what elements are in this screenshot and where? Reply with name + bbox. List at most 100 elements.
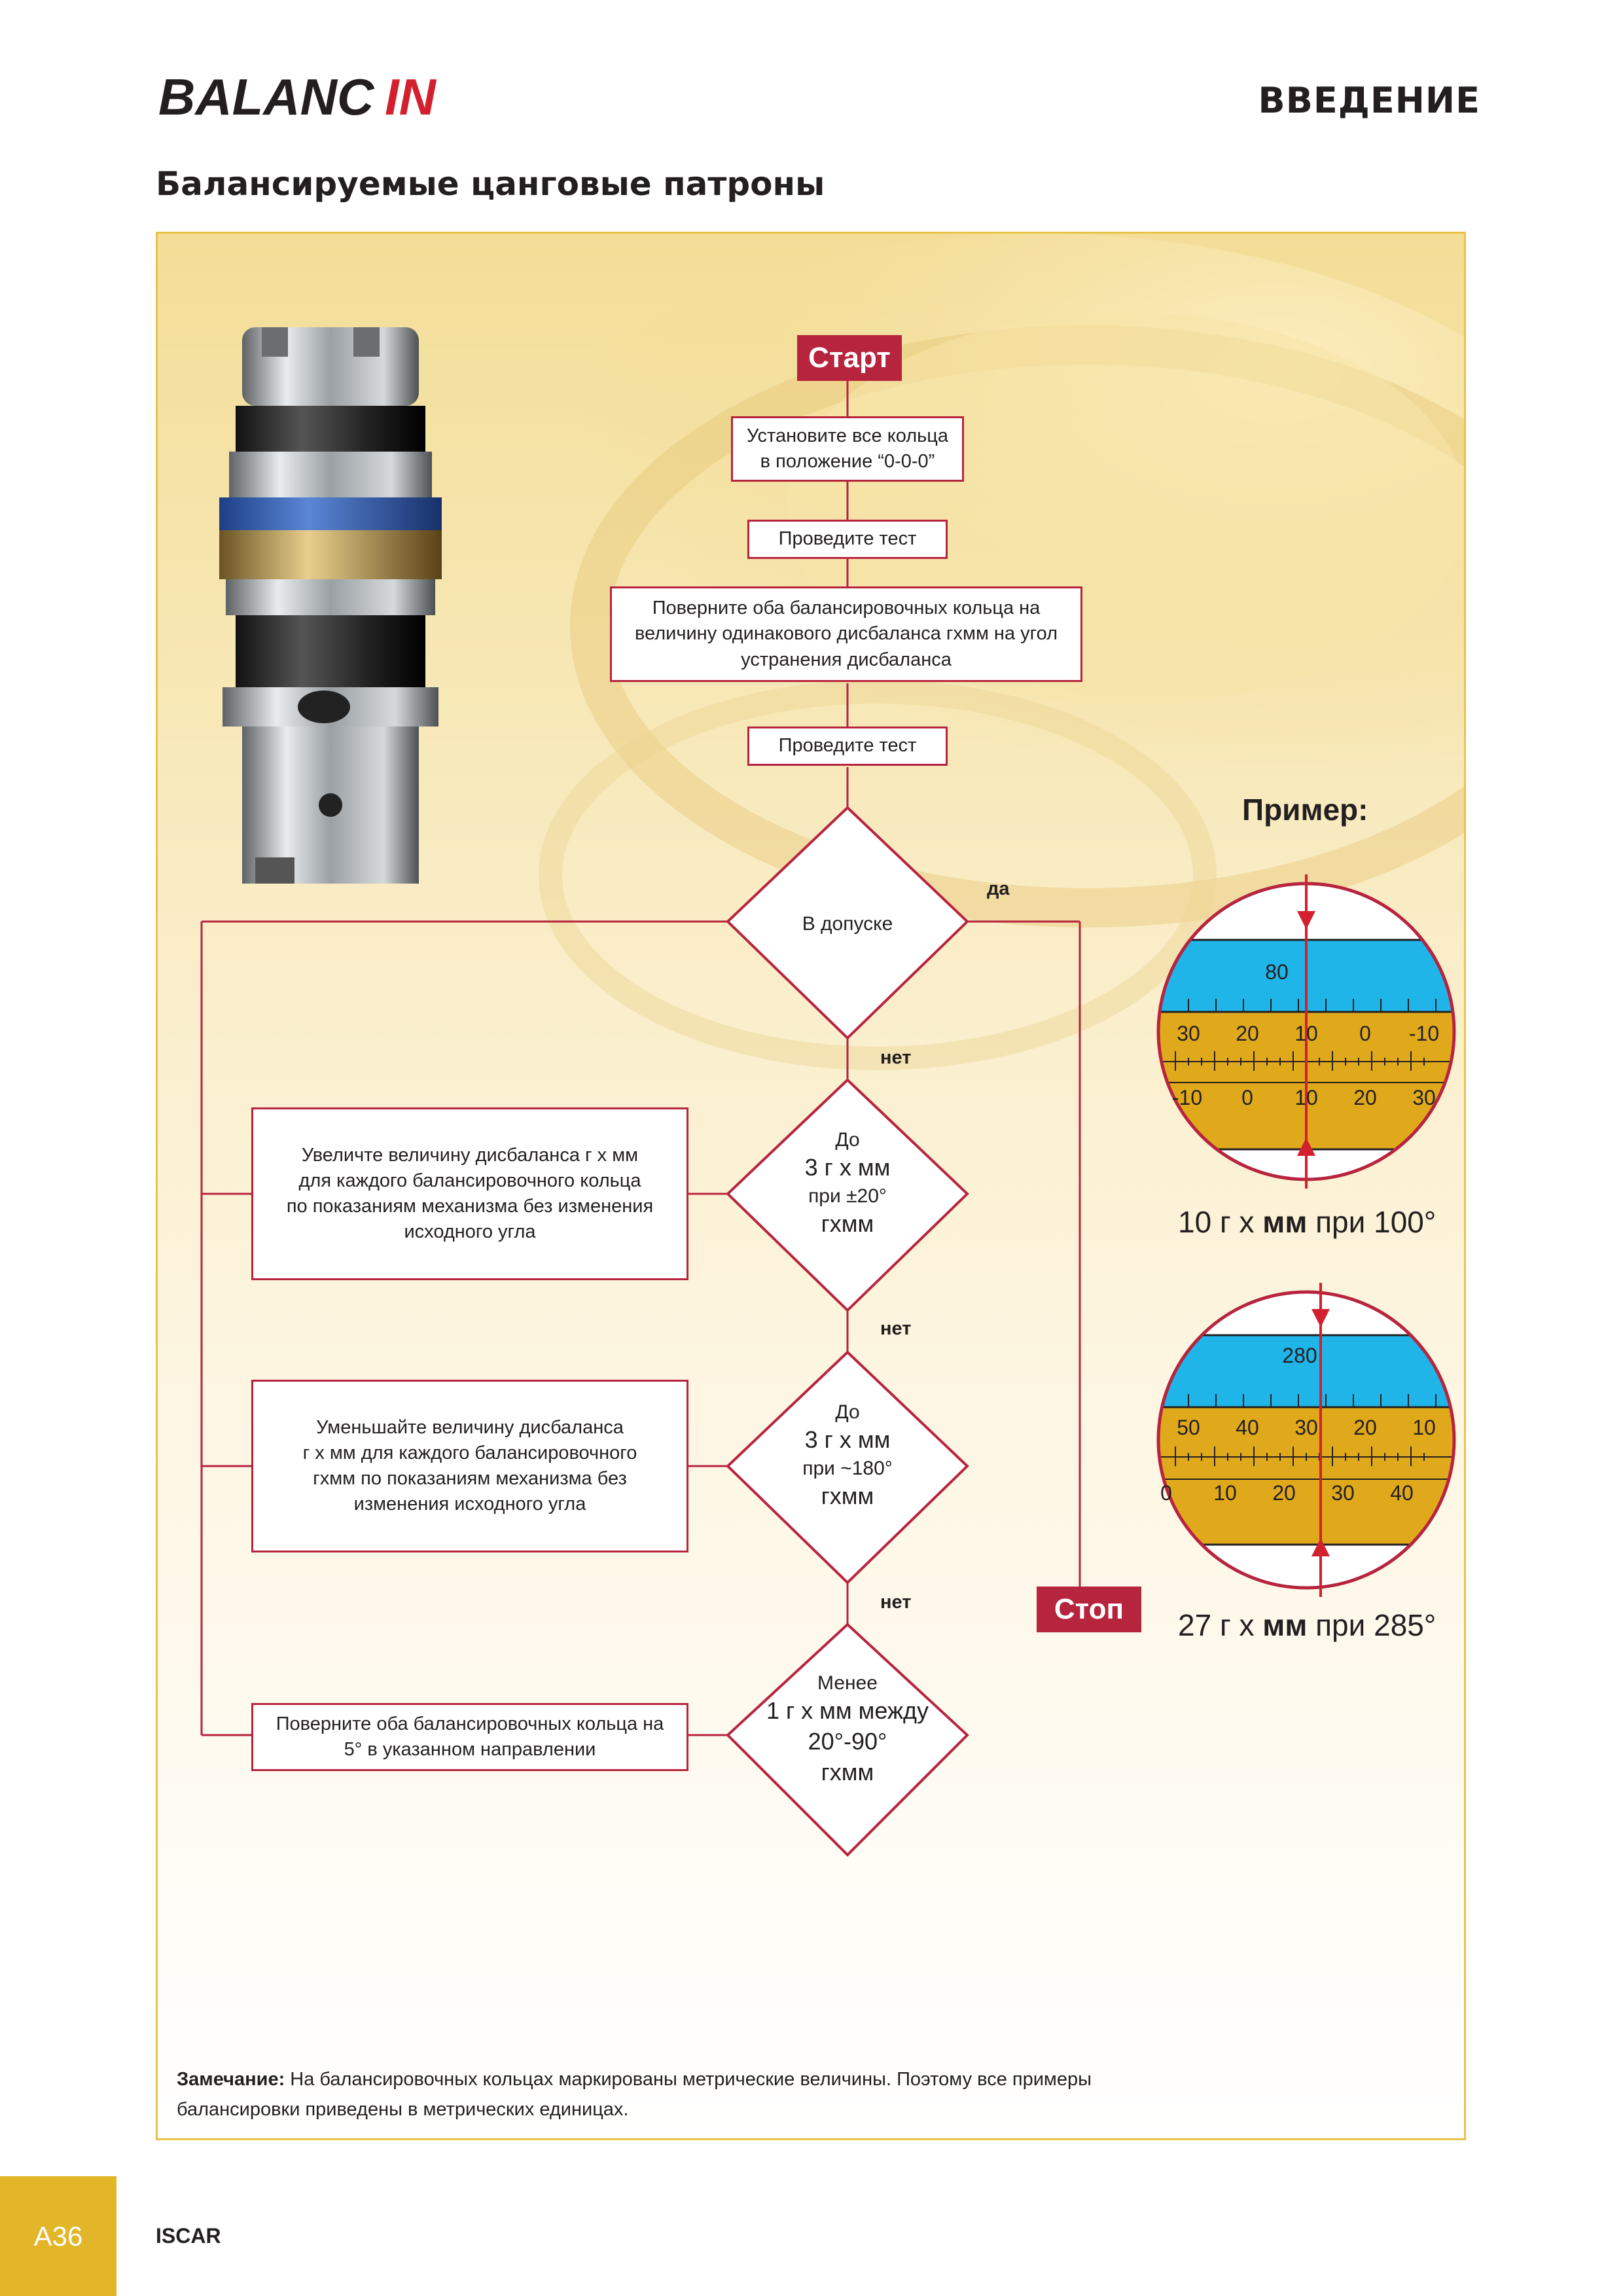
edge-label-no-1: нет: [880, 1047, 912, 1068]
step-run-test-2: Проведите тест: [747, 726, 948, 766]
step-rotate-rings-line1: Поверните оба балансировочных кольца на: [652, 598, 1041, 619]
edge-label-no-3: нет: [880, 1592, 912, 1613]
note-label: Замечание:: [177, 2069, 285, 2090]
step-run-test-1: Проведите тест: [747, 520, 948, 559]
start-tag: Старт: [797, 335, 902, 381]
dial2-bottom-label-1: 10: [1213, 1481, 1237, 1505]
decision-less-1-line3: 20°-90°: [808, 1727, 887, 1755]
step-rotate-rings-line2: величину одинакового дисбаланса гхмм на …: [635, 623, 1058, 645]
decision-180deg-line3: при ~180°: [802, 1457, 893, 1479]
dial1-bottom-label-1: 0: [1241, 1086, 1253, 1109]
decision-20deg-line4: гхмм: [821, 1210, 874, 1237]
action-decrease-imbalance: Уменьшайте величину дисбаланса г х мм дл…: [251, 1380, 688, 1552]
section-title: ВВЕДЕНИЕ: [1258, 80, 1480, 121]
dial1-bottom-label-0: -10: [1172, 1086, 1202, 1109]
dial1-caption: 10 г х мм при 100°: [1178, 1204, 1436, 1240]
dial2-caption-angle: при 285°: [1315, 1608, 1436, 1642]
stop-tag: Стоп: [1037, 1587, 1141, 1632]
action-decrease-line2: г х мм для каждого балансировочного: [302, 1442, 637, 1463]
decision-less-1-line1: Менее: [817, 1672, 878, 1694]
dial1-arrow-top: [1297, 911, 1315, 929]
decision-diamond-180deg: [726, 1350, 969, 1585]
dial2-mid-label-4: 10: [1412, 1416, 1436, 1439]
edge-label-no-2: нет: [880, 1318, 912, 1339]
dial1-mid-label-1: 20: [1236, 1022, 1259, 1045]
dial2-bottom-label-4: 40: [1390, 1481, 1414, 1505]
dial2-top-label: 280: [1282, 1344, 1317, 1367]
decision-less-1-label: Менее 1 г х мм между 20°-90° гхмм: [741, 1670, 954, 1787]
action-rotate-line1: Поверните оба балансировочных кольца на: [276, 1713, 664, 1734]
decision-diamond-less-1: [726, 1623, 969, 1857]
decision-180deg-line4: гхмм: [821, 1482, 874, 1509]
dial2-blue-ring: [1158, 1335, 1454, 1407]
action-decrease-line1: Уменьшайте величину дисбаланса: [316, 1416, 624, 1438]
decision-20deg-line3: при ±20°: [808, 1185, 887, 1207]
dial2-caption-value: 27 г х: [1178, 1608, 1255, 1642]
dial1-arrow-bottom: [1297, 1138, 1315, 1156]
dial2-ticks: [1158, 1394, 1454, 1466]
dial2-outline: [1156, 1290, 1456, 1590]
dial2-mid-label-0: 50: [1177, 1416, 1200, 1439]
dial2-mid-label-3: 20: [1353, 1416, 1377, 1439]
dial1-caption-value: 10 г х: [1178, 1205, 1255, 1239]
logo-text-accent: IN: [385, 68, 437, 126]
dial-example-1: 80 30 20 10 0 -10 -10 0 10 20 30: [1156, 874, 1456, 1189]
dial2-bottom-label-3: 30: [1331, 1481, 1355, 1505]
balancin-logo: BALANC IN: [156, 65, 463, 128]
decision-180deg-label: До 3 г х мм при ~180° гхмм: [741, 1399, 954, 1512]
page-number-tab: A36: [0, 2176, 116, 2296]
logo-text-main: BALANC: [158, 68, 375, 126]
dial1-mid-label-0: 30: [1177, 1022, 1200, 1045]
decision-20deg-line2: 3 г х мм: [804, 1154, 891, 1181]
dial1-mid-label-2: 10: [1294, 1022, 1318, 1045]
note-text: На балансировочных кольцах маркированы м…: [177, 2069, 1092, 2121]
dial1-mid-label-3: 0: [1359, 1022, 1371, 1045]
step-set-rings-zero: Установите все кольца в положение “0-0-0…: [731, 416, 964, 482]
dial2-bottom-label-0: 0: [1160, 1481, 1172, 1505]
action-increase-line3: по показаниям механизма без изменения: [286, 1196, 654, 1217]
action-rotate-line2: 5° в указанном направлении: [344, 1739, 596, 1760]
action-increase-line4: исходного угла: [404, 1221, 536, 1243]
dial1-caption-unit: мм: [1262, 1205, 1308, 1239]
decision-20deg-line1: До: [835, 1129, 860, 1151]
dial1-top-label: 80: [1265, 960, 1289, 984]
decision-180deg-line1: До: [835, 1401, 860, 1423]
decision-less-1-line2: 1 г х мм между: [766, 1697, 929, 1724]
action-decrease-line4: изменения исходного угла: [353, 1494, 586, 1515]
decision-20deg-label: До 3 г х мм при ±20° гхмм: [741, 1127, 954, 1240]
action-increase-line2: для каждого балансировочного кольца: [298, 1170, 641, 1191]
dial2-mid-label-1: 40: [1236, 1416, 1259, 1439]
decision-tolerance-label: В допуске: [802, 913, 893, 935]
action-increase-imbalance: Увеличте величину дисбаланса г х мм для …: [251, 1107, 688, 1280]
dial2-gold-ring: [1158, 1407, 1454, 1545]
dial1-caption-angle: при 100°: [1315, 1205, 1436, 1239]
collet-chuck-image: [216, 321, 465, 897]
dial1-mid-label-4: -10: [1409, 1022, 1439, 1045]
dial2-caption-unit: мм: [1262, 1608, 1308, 1642]
action-increase-line1: Увеличте величину дисбаланса г х мм: [301, 1144, 639, 1166]
flowchart-connectors: [200, 381, 1081, 1857]
dial1-bottom-label-4: 30: [1412, 1086, 1436, 1109]
page-heading: Балансируемые цанговые патроны: [156, 165, 825, 203]
step-set-rings-line2: в положение “0-0-0”: [760, 451, 935, 472]
decision-diamond-tolerance: [726, 806, 969, 1040]
footer-brand: ISCAR: [156, 2224, 221, 2248]
decision-less-1-line4: гхмм: [821, 1758, 874, 1785]
step-set-rings-line1: Установите все кольца: [747, 425, 948, 446]
decision-180deg-line2: 3 г х мм: [804, 1426, 891, 1453]
dial2-bottom-label-2: 20: [1272, 1481, 1296, 1505]
dial2-mid-label-2: 30: [1294, 1416, 1318, 1439]
action-rotate-5deg: Поверните оба балансировочных кольца на …: [251, 1703, 688, 1771]
dial1-bottom-label-2: 10: [1294, 1086, 1318, 1109]
action-decrease-line3: гхмм по показаниям механизма без: [313, 1468, 627, 1489]
background-gear-image: [452, 234, 1464, 1070]
example-title: Пример:: [1242, 793, 1368, 827]
step-rotate-rings-line3: устранения дисбаланса: [741, 649, 952, 670]
dial2-arrow-top: [1311, 1309, 1330, 1327]
step-rotate-rings: Поверните оба балансировочных кольца на …: [610, 586, 1082, 682]
dial-example-2: 280 50 40 30 20 10 0 10 20 30 40: [1156, 1283, 1456, 1597]
dial1-bottom-label-3: 20: [1353, 1086, 1377, 1109]
edge-label-yes: да: [987, 878, 1010, 899]
dial2-arrow-bottom: [1311, 1538, 1330, 1556]
decision-diamond-20deg: [726, 1078, 969, 1312]
